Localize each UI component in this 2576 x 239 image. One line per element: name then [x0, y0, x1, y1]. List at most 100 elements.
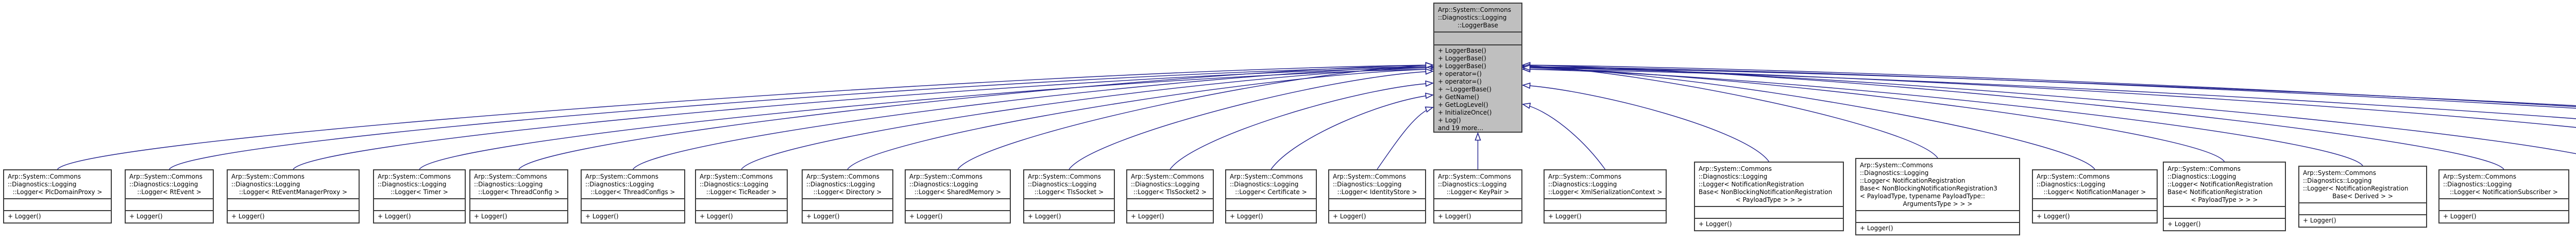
derived-class-node[interactable]: Arp::System::Commons::Diagnostics::Loggi…	[2298, 166, 2427, 228]
class-attributes-section	[1545, 198, 1666, 210]
derived-class-node[interactable]: Arp::System::Commons::Diagnostics::Loggi…	[695, 169, 788, 224]
class-title-line: ::Diagnostics::Logging	[1438, 181, 1507, 188]
class-title-line: ::Logger< PlcDomainProxy >	[12, 188, 103, 196]
class-attributes-section	[1856, 210, 2019, 222]
derived-class-node[interactable]: Arp::System::Commons::Diagnostics::Loggi…	[2032, 169, 2158, 224]
inheritance-edge	[1523, 67, 2576, 154]
inheritance-edge	[1523, 104, 1606, 170]
class-title: Arp::System::Commons::Diagnostics::Loggi…	[803, 170, 892, 198]
class-attributes-section	[803, 198, 892, 210]
class-title-line: ::Diagnostics::Logging	[129, 181, 198, 188]
class-title-line: ::Diagnostics::Logging	[231, 181, 300, 188]
class-attributes-section	[126, 198, 213, 210]
class-attributes-section	[1127, 198, 1213, 210]
derived-class-node[interactable]: Arp::System::Commons::Diagnostics::Loggi…	[1225, 169, 1317, 224]
class-attributes-section	[2299, 202, 2426, 214]
class-title-line: ::Logger< NotificationRegistration	[1860, 177, 1965, 184]
class-members-section: + Logger()	[1127, 210, 1213, 222]
class-attributes-section	[2033, 198, 2157, 210]
inheritance-edge	[741, 68, 1433, 170]
class-member: + Logger()	[1131, 213, 1164, 220]
derived-class-node[interactable]: Arp::System::Commons::Diagnostics::Loggi…	[802, 169, 893, 224]
class-members-section: + Logger()	[696, 210, 787, 222]
derived-class-node[interactable]: Arp::System::Commons::Diagnostics::Loggi…	[1855, 158, 2020, 235]
class-members-section: + Logger()	[1856, 222, 2019, 234]
class-members-section: + Logger()	[2164, 218, 2285, 230]
class-title-line: ::Diagnostics::Logging	[585, 181, 654, 188]
class-title: Arp::System::Commons::Diagnostics::Loggi…	[1226, 170, 1316, 198]
derived-class-node[interactable]: Arp::System::Commons::Diagnostics::Loggi…	[2438, 169, 2569, 224]
class-title-line: ::Diagnostics::Logging	[1230, 181, 1299, 188]
inheritance-edge	[1523, 66, 1938, 158]
class-title-line: ::Diagnostics::Logging	[378, 181, 447, 188]
class-member: + ~LoggerBase()	[1438, 86, 1492, 93]
class-member: + Logger()	[2443, 213, 2477, 220]
class-attributes-section	[1695, 206, 1843, 218]
class-member: + Logger()	[1438, 213, 1471, 220]
class-title-line: ::LoggerBase	[1458, 22, 1498, 29]
class-attributes-section	[228, 198, 359, 210]
class-members-section: + Logger()	[1695, 218, 1843, 230]
class-member: + Logger()	[1699, 220, 1732, 228]
class-title-line: Arp::System::Commons	[474, 173, 547, 180]
class-title-line: Arp::System::Commons	[1438, 6, 1511, 13]
derived-class-node[interactable]: Arp::System::Commons::Diagnostics::Loggi…	[1328, 169, 1426, 224]
inheritance-edge	[1170, 83, 1433, 170]
derived-class-node[interactable]: Arp::System::Commons::Diagnostics::Loggi…	[581, 169, 685, 224]
derived-class-node[interactable]: Arp::System::Commons::Diagnostics::Loggi…	[227, 169, 360, 224]
class-title-line: Arp::System::Commons	[806, 173, 879, 180]
derived-class-node[interactable]: Arp::System::Commons::Diagnostics::Loggi…	[1694, 162, 1844, 231]
inheritance-edge	[1270, 95, 1433, 170]
class-title: Arp::System::Commons::Diagnostics::Loggi…	[2164, 163, 2285, 206]
derived-class-node[interactable]: Arp::System::Commons::Diagnostics::Loggi…	[2163, 162, 2286, 231]
class-title-line: < PayloadType, typename PayloadType::	[1860, 193, 1985, 200]
class-title-line: ::Logger< RtEventManagerProxy >	[239, 188, 348, 196]
class-title-line: ::Diagnostics::Logging	[2443, 181, 2512, 188]
class-title-line: Arp::System::Commons	[2443, 173, 2516, 180]
class-title-line: < PayloadType > > >	[2191, 196, 2258, 203]
inheritance-edge	[1523, 69, 2363, 166]
class-members-section: + Logger()	[2439, 210, 2568, 222]
inheritance-edge	[847, 69, 1433, 170]
class-title: Arp::System::Commons::Diagnostics::Loggi…	[1024, 170, 1114, 198]
class-title-line: ::Diagnostics::Logging	[700, 181, 769, 188]
class-attributes-section	[4, 198, 111, 210]
inheritance-edge	[57, 65, 1433, 170]
class-members-section: + Logger()	[906, 210, 1010, 222]
class-attributes-section	[696, 198, 787, 210]
class-title-line: ::Diagnostics::Logging	[909, 181, 978, 188]
class-members-section: + Logger()	[1024, 210, 1114, 222]
derived-class-node[interactable]: Arp::System::Commons::Diagnostics::Loggi…	[905, 169, 1011, 224]
class-member: + Logger()	[909, 213, 943, 220]
derived-class-node[interactable]: Arp::System::Commons::Diagnostics::Loggi…	[1433, 169, 1522, 224]
class-members-section: + Logger()	[803, 210, 892, 222]
class-title-line: Arp::System::Commons	[8, 173, 81, 180]
class-title-line: ::Diagnostics::Logging	[1548, 181, 1617, 188]
class-title-line: Arp::System::Commons	[1699, 165, 1772, 172]
derived-class-node[interactable]: Arp::System::Commons::Diagnostics::Loggi…	[1544, 169, 1667, 224]
derived-class-node[interactable]: Arp::System::Commons::Diagnostics::Loggi…	[1023, 169, 1115, 224]
class-title: Arp::System::Commons::Diagnostics::Loggi…	[2439, 170, 2568, 198]
inheritance-edge	[518, 65, 1433, 170]
inheritance-edge	[1523, 68, 2576, 128]
derived-class-node[interactable]: Arp::System::Commons::Diagnostics::Loggi…	[373, 169, 466, 224]
class-title-line: Arp::System::Commons	[2167, 165, 2241, 172]
derived-class-node[interactable]: Arp::System::Commons::Diagnostics::Loggi…	[125, 169, 214, 224]
derived-class-node[interactable]: Arp::System::Commons::Diagnostics::Loggi…	[1126, 169, 1214, 224]
class-attributes-section	[582, 198, 684, 210]
class-members-section: + Logger()	[374, 210, 465, 222]
base-class-node[interactable]: Arp::System::Commons::Diagnostics::Loggi…	[1433, 3, 1522, 133]
derived-class-node[interactable]: Arp::System::Commons::Diagnostics::Loggi…	[469, 169, 568, 224]
class-title-line: ::Logger< Directory >	[813, 188, 882, 196]
class-title-line: Base< NonBlockingNotificationRegistratio…	[1699, 188, 1833, 196]
class-attributes-section	[374, 198, 465, 210]
class-member: + operator=()	[1438, 78, 1482, 85]
class-title-line: ArgumentsType > > >	[1903, 200, 1973, 208]
class-title-line: Base< NotificationRegistration	[2167, 188, 2263, 196]
class-title: Arp::System::Commons::Diagnostics::Loggi…	[1434, 170, 1521, 198]
derived-class-node[interactable]: Arp::System::Commons::Diagnostics::Loggi…	[3, 169, 112, 224]
class-title-line: Arp::System::Commons	[2037, 173, 2110, 180]
class-title-line: ::Diagnostics::Logging	[474, 181, 543, 188]
class-title-line: ::Diagnostics::Logging	[1333, 181, 1402, 188]
class-title: Arp::System::Commons::Diagnostics::Loggi…	[1856, 159, 2019, 210]
